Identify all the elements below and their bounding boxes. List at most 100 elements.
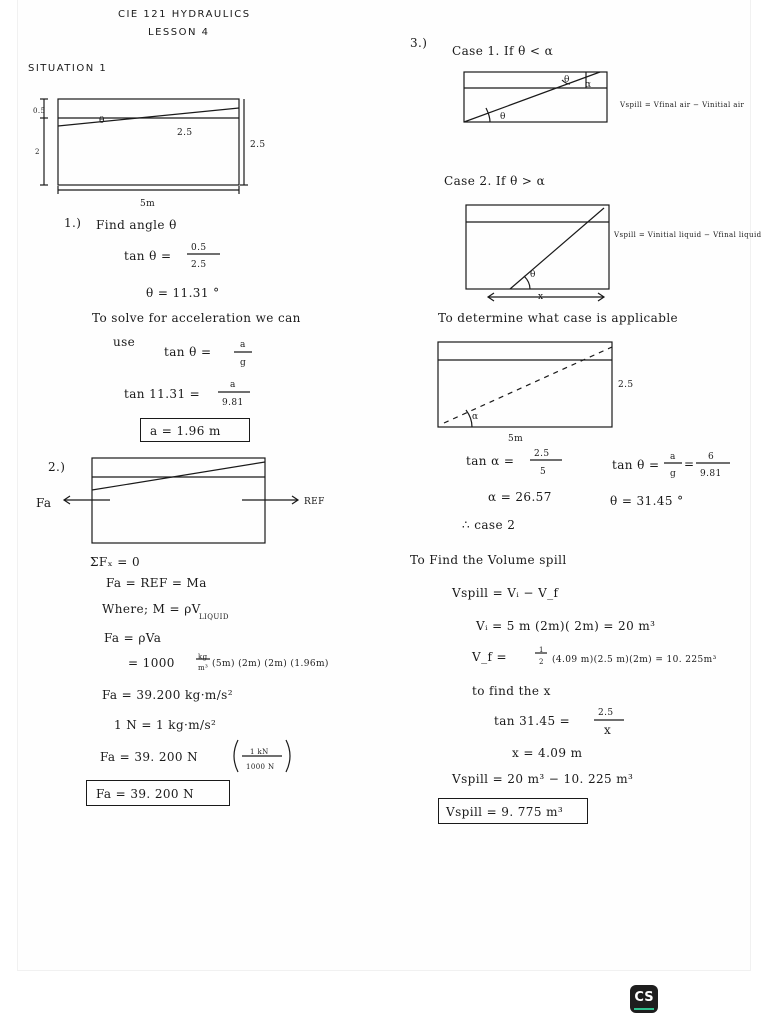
vspill-eq1: Vspill = Vᵢ − V_f (452, 586, 559, 600)
notebook-page (18, 0, 750, 970)
tan-alpha-den: 5 (540, 467, 547, 477)
tan-theta-num1: a (670, 452, 676, 462)
p2-eq4-unit-den: m³ (198, 664, 209, 672)
p1-theta-value: θ = 11.31 ° (146, 286, 220, 300)
vf-eq-pre: V_f = (472, 650, 507, 664)
p1-solve-text: To solve for acceleration we can (92, 311, 301, 325)
case2-x-label: x (538, 292, 544, 302)
vf-frac-num: 1 (539, 646, 544, 654)
tan-x-num: 2.5 (598, 708, 614, 718)
p1-tan2-num: a (240, 340, 246, 350)
p2-eq7: Fa = 39. 200 N (100, 750, 199, 764)
p3-determine-text: To determine what case is applicable (438, 311, 679, 325)
p2-eq4-unit-num: kg (198, 653, 208, 661)
fig1-dim-25-right: 2.5 (250, 140, 266, 150)
p2-conv-den: 1000 N (246, 763, 275, 771)
p1-tan-num: 0.5 (191, 243, 207, 253)
p1-tan2-den: g (240, 358, 247, 368)
p2-eq1: Fa = REF = Ma (106, 576, 207, 590)
p2-force-result: Fa = 39. 200 N (96, 787, 195, 801)
p1-find-angle: Find angle θ (96, 218, 177, 232)
p2-fa-label: Fa (36, 496, 52, 510)
vf-eq-post: (4.09 m)(2.5 m)(2m) = 10. 225m³ (552, 655, 717, 665)
p1-number: 1.) (64, 216, 82, 230)
camscanner-logo-icon: CS (630, 985, 658, 1013)
case1-alpha-top: α (585, 80, 592, 90)
tan-theta-num2: 6 (708, 452, 715, 462)
p1-tan2-lhs: tan θ = (164, 345, 212, 359)
p1-acceleration-result: a = 1.96 m (150, 424, 221, 438)
tan-theta-den2: 9.81 (700, 469, 722, 479)
case1-formula: Vspill = Vfinal air − Vinitial air (620, 101, 745, 109)
logo-text: CS (634, 990, 654, 1005)
p1-result-box (140, 418, 250, 442)
p3-case2-title: Case 2. If θ > α (444, 174, 546, 188)
tan-theta-lhs: tan θ = (612, 458, 660, 472)
fig1-dim-2: 2 (35, 148, 40, 156)
determine-alpha: α (472, 412, 479, 422)
case1-theta-bottom: θ (500, 112, 506, 122)
p2-ref-label: REF (304, 497, 325, 507)
p1-tan3-num: a (230, 380, 236, 390)
vspill-result: Vspill = 9. 775 m³ (446, 805, 564, 819)
tan-theta-eq: = (684, 457, 695, 471)
find-volume-text: To Find the Volume spill (410, 553, 567, 567)
fig1-dim-05: 0.5 (33, 107, 46, 115)
p2-eq5: Fa = 39.200 kg·m/s² (102, 688, 233, 702)
course-title: CIE 121 HYDRAULICS (118, 9, 251, 20)
p3-case1-title: Case 1. If θ < α (452, 44, 554, 58)
p2-eq3: Fa = ρVa (104, 631, 162, 645)
p3-number: 3.) (410, 36, 428, 50)
p2-eq4-pre: = 1000 (128, 656, 175, 670)
therefore-case2: ∴ case 2 (462, 518, 516, 532)
alpha-value: α = 26.57 (488, 490, 552, 504)
tan-x-lhs: tan 31.45 = (494, 714, 571, 728)
determine-dim-25: 2.5 (618, 380, 634, 390)
tan-alpha-num: 2.5 (534, 449, 550, 459)
tan-x-den: x (604, 723, 612, 737)
p1-tan3-den: 9.81 (222, 398, 244, 408)
x-value: x = 4.09 m (512, 746, 583, 760)
theta-value: θ = 31.45 ° (610, 494, 684, 508)
p2-eq2-subscript: LIQUID (199, 613, 229, 621)
p2-eq2: Where; M = ρV (102, 602, 201, 616)
p1-use-text: use (113, 335, 136, 349)
tan-alpha-lhs: tan α = (466, 454, 515, 468)
situation-title: SITUATION 1 (28, 63, 108, 74)
case2-theta: θ (530, 270, 536, 280)
p2-eq4-post: (5m) (2m) (2m) (1.96m) (212, 659, 329, 669)
p1-tan-den: 2.5 (191, 260, 207, 270)
p2-number: 2.) (48, 460, 66, 474)
p1-tan-lhs: tan θ = (124, 249, 172, 263)
p3-result-box (438, 798, 588, 824)
vf-frac-den: 2 (539, 658, 544, 666)
p2-sum-forces: ΣFₓ = 0 (90, 555, 141, 569)
lesson-title: LESSON 4 (148, 27, 210, 38)
vspill-eq2: Vspill = 20 m³ − 10. 225 m³ (452, 772, 634, 786)
case2-formula: Vspill = Vinitial liquid − Vfinal liquid (614, 231, 762, 239)
tan-theta-den1: g (670, 469, 677, 479)
p2-eq6: 1 N = 1 kg·m/s² (114, 718, 217, 732)
fig1-dim-25-inside: 2.5 (177, 128, 193, 138)
fig1-dim-5m: 5m (140, 199, 156, 209)
fig1-theta: θ (99, 116, 105, 126)
vi-eq: Vᵢ = 5 m (2m)( 2m) = 20 m³ (476, 619, 656, 633)
case1-theta-top: θ (564, 75, 570, 85)
p2-conv-num: 1 kN (250, 748, 269, 756)
p2-result-box (86, 780, 230, 806)
find-x-text: to find the x (472, 684, 551, 698)
